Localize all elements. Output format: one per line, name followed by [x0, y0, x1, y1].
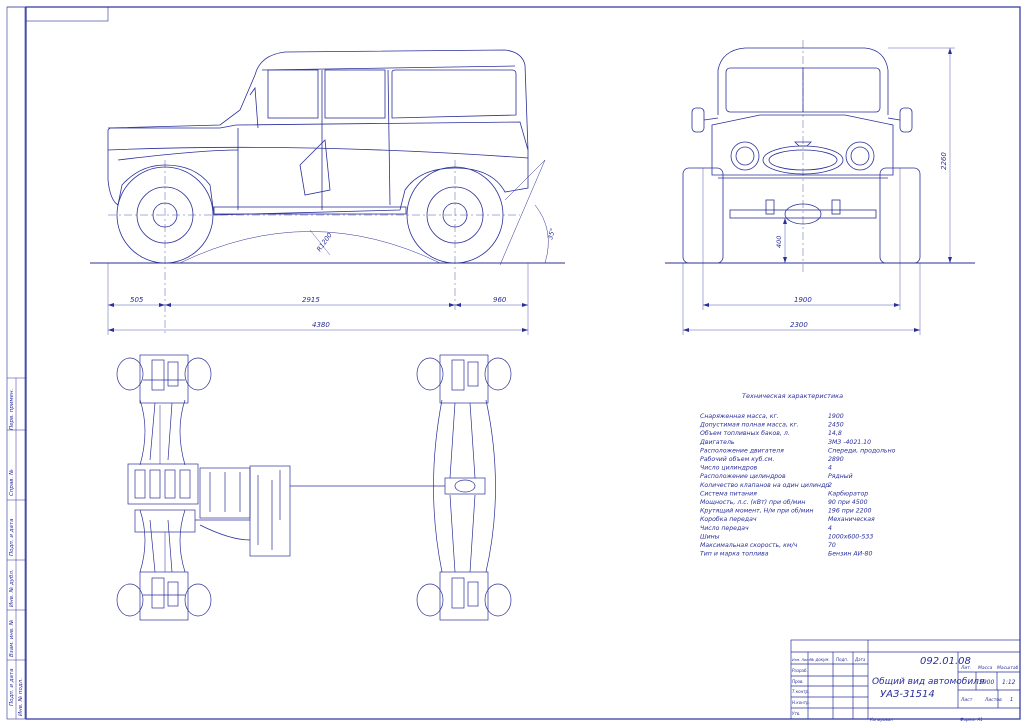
title-line1: Общий вид автомобиля: [872, 677, 985, 687]
row-podp: Подп.: [836, 657, 848, 662]
spec-value: 1900: [828, 413, 844, 420]
row-izm: Изм. Лист: [792, 658, 811, 662]
dim-radius: R1200: [315, 231, 334, 253]
margin-label-inv-dubl: Инв. № дубл.: [9, 569, 15, 607]
spec-name: Максимальная скорость, км/ч: [700, 542, 798, 549]
sheet-frame: [6, 6, 1021, 720]
spec-value: Бензин АИ-80: [828, 551, 872, 558]
margin-label-inv-podl: Инв. № подл.: [18, 678, 24, 716]
spec-value: 2890: [828, 456, 844, 463]
margin-label-vzam: Взам. инв. №: [9, 619, 15, 657]
spec-value: 14,8: [828, 430, 842, 437]
spec-name: Число цилиндров: [700, 465, 758, 472]
spec-value: Рядный: [828, 473, 853, 480]
mass-value: 1900: [979, 679, 994, 686]
spec-name: Шины: [700, 533, 720, 540]
spec-value: 70: [828, 542, 836, 549]
dim-overall-length: 4380: [312, 321, 330, 329]
spec-value: 2: [828, 482, 832, 489]
sheets-label: Листов: [984, 697, 1002, 703]
format-label: Формат А1: [960, 717, 983, 722]
spec-value: 2450: [828, 422, 844, 429]
front-view: [665, 40, 975, 335]
specs-title: Техническая характеристика: [742, 392, 843, 400]
role-nkontr: Н.контр.: [792, 700, 810, 705]
margin-label-perv: Перв. примен.: [9, 388, 15, 430]
spec-value: Механическая: [828, 516, 875, 523]
dim-front-overhang: 505: [130, 296, 144, 304]
role-tkontr: Т.контр.: [792, 689, 809, 694]
specifications-table: Техническая характеристика Снаряженная м…: [699, 392, 896, 558]
spec-name: Коробка передач: [700, 515, 757, 523]
spec-value: 1000х600-533: [828, 533, 873, 540]
margin-label-podp2: Подп. и дата: [9, 668, 15, 706]
side-view: [90, 49, 565, 335]
dim-height: 2260: [940, 152, 948, 170]
spec-value: 90 при 4500: [828, 499, 868, 506]
role-razrab: Разраб.: [792, 668, 808, 673]
row-data: Дата: [854, 657, 866, 662]
title-line2: УАЗ-31514: [880, 689, 935, 700]
spec-value: 4: [828, 525, 832, 532]
sheet-label: Лист: [960, 697, 973, 703]
chassis-scheme-left: [116, 354, 445, 621]
col-scale: Масштаб: [997, 665, 1019, 671]
spec-name: Количество клапанов на один цилиндр: [700, 482, 829, 489]
row-ndokum: № докум.: [809, 657, 830, 662]
spec-name: Система питания: [700, 490, 757, 497]
spec-name: Мощность, л.с. (кВт) при об/мин: [700, 498, 805, 506]
spec-value: Карбюратор: [828, 489, 868, 497]
title-block: [790, 639, 1021, 720]
role-utv: Утв.: [792, 711, 800, 716]
col-mass: Масса: [978, 665, 993, 671]
dim-rear-overhang: 960: [493, 296, 507, 304]
dim-wheelbase: 2915: [302, 296, 320, 304]
chassis-scheme-right: [416, 354, 512, 621]
margin-label-podp1: Подп. и дата: [9, 518, 15, 556]
spec-name: Число передач: [700, 525, 749, 532]
spec-name: Расположение цилиндров: [700, 473, 786, 480]
dim-ground-clearance: 400: [775, 236, 783, 248]
spec-name: Объем топливных баков, л.: [700, 429, 790, 437]
left-margin-columns: Перв. примен. Справ. № Подп. и дата Инв.…: [7, 377, 26, 719]
spec-name: Допустимая полная масса, кг.: [699, 422, 799, 429]
spec-name: Тип и марка топлива: [700, 551, 769, 558]
spec-name: Крутящий момент, Н/м при об/мин: [700, 507, 813, 515]
role-prov: Пров.: [792, 679, 804, 684]
spec-name: Снаряженная масса, кг.: [700, 413, 779, 420]
copied-label: Копировал: [870, 717, 893, 722]
spec-value: 196 при 2200: [828, 508, 872, 515]
spec-name: Рабочий объем куб.см.: [700, 455, 774, 463]
spec-value: 4: [828, 465, 832, 472]
sheets-value: 1: [1010, 697, 1013, 703]
spec-value: Спереди, продольно: [828, 447, 896, 454]
col-lit: Лит.: [960, 665, 971, 671]
spec-value: ЗМЗ -4021.10: [828, 439, 871, 446]
spec-name: Двигатель: [699, 439, 735, 446]
scale-value: 1:12: [1002, 679, 1016, 686]
doc-number: 092.01.08: [920, 656, 971, 667]
dim-overall-width: 2300: [790, 321, 808, 329]
spec-name: Расположение двигателя: [700, 447, 784, 454]
dim-track: 1900: [794, 296, 812, 304]
dim-departure-angle: 35°: [546, 227, 557, 240]
margin-label-sprav: Справ. №: [9, 469, 15, 496]
